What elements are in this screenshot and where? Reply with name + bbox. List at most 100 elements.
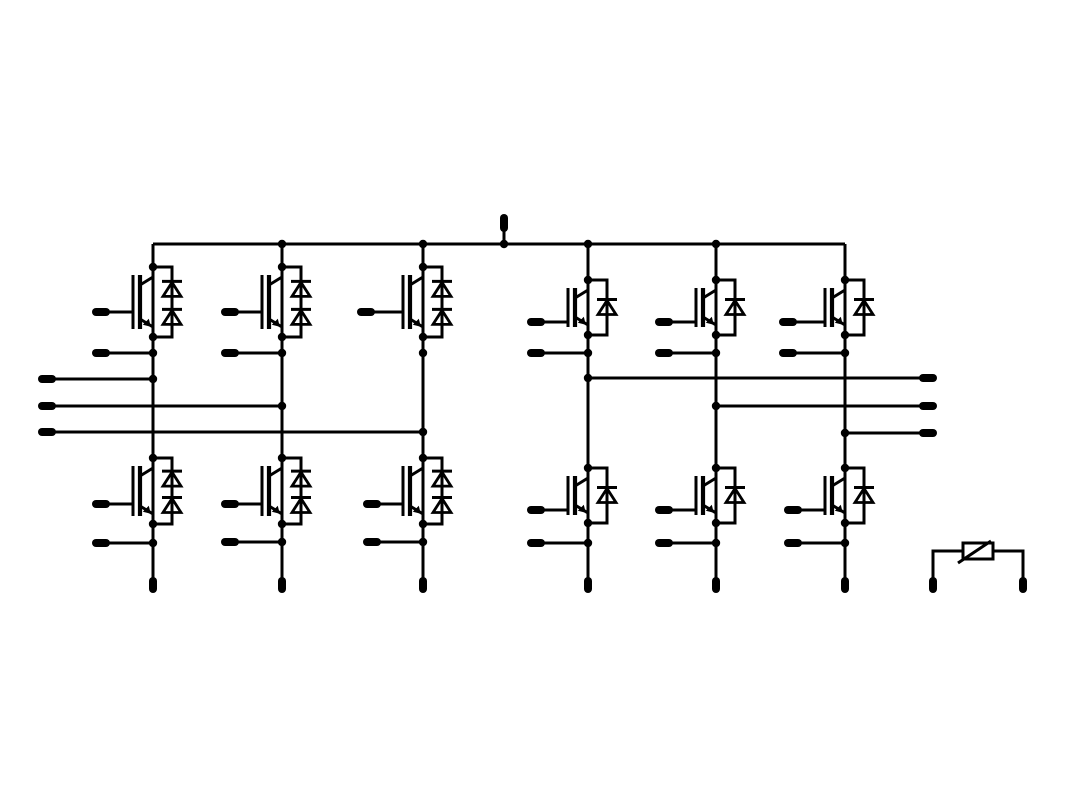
high-side-igbt (655, 275, 747, 358)
diode-bracket (423, 265, 444, 339)
freewheel-diode (430, 307, 454, 326)
junction-dot (148, 348, 158, 358)
emitter-arrow (577, 504, 586, 513)
collector-diagonal (574, 288, 589, 300)
high-side-igbt (527, 275, 619, 358)
freewheel-diode (595, 297, 619, 316)
freewheel-diode (160, 307, 184, 326)
emitter-arrow (412, 505, 421, 514)
junction-dot (583, 538, 593, 548)
junction-dot (148, 453, 158, 463)
freewheel-diode (289, 495, 313, 514)
left-phase-outputs (38, 374, 428, 437)
junction-dot (583, 348, 593, 358)
diode-bracket (845, 278, 866, 337)
emitter-arrow (705, 504, 714, 513)
junction-dot (277, 262, 287, 272)
diode-triangle (852, 485, 876, 504)
junction-dot (499, 239, 509, 249)
junction-dot (277, 537, 287, 547)
junction-dot (583, 330, 593, 340)
thermistor-body (961, 541, 995, 561)
freewheel-diode (430, 279, 454, 298)
collector-diagonal (409, 275, 424, 287)
junction-dot (148, 332, 158, 342)
junction-dot (711, 275, 721, 285)
emitter-arrow (834, 316, 843, 325)
junction-dot (711, 538, 721, 548)
emitter-arrow (142, 505, 151, 514)
freewheel-diode (852, 485, 876, 504)
diode-triangle (430, 495, 454, 514)
freewheel-diode (723, 297, 747, 316)
high-side-igbt (221, 262, 313, 358)
low-side-igbt (363, 453, 454, 547)
diode-triangle (289, 307, 313, 326)
diode-bracket (588, 466, 609, 525)
diode-triangle (723, 485, 747, 504)
junction-dot (418, 537, 428, 547)
low-side-igbt (527, 463, 619, 548)
diode-triangle (430, 307, 454, 326)
diode-triangle (289, 469, 313, 488)
collector-diagonal (268, 275, 283, 287)
dc-plus-bus (153, 214, 845, 249)
freewheel-diode (289, 279, 313, 298)
junction-dot (583, 463, 593, 473)
junction-dot (583, 518, 593, 528)
low-side-igbt (784, 463, 876, 548)
emitter-arrow (271, 318, 280, 327)
junction-dot (711, 348, 721, 358)
diode-triangle (595, 297, 619, 316)
junction-dot (418, 262, 428, 272)
junction-dot (148, 538, 158, 548)
collector-diagonal (268, 466, 283, 478)
right-phase-outputs (583, 373, 937, 438)
freewheel-diode (289, 469, 313, 488)
emitter-arrow (577, 316, 586, 325)
emitter-arrow (142, 318, 151, 327)
diode-triangle (160, 469, 184, 488)
diode-triangle (160, 279, 184, 298)
thermistor-slash (957, 539, 992, 565)
diode-triangle (289, 279, 313, 298)
diode-triangle (289, 495, 313, 514)
diode-bracket (588, 278, 609, 337)
collector-diagonal (702, 288, 717, 300)
junction-dot (583, 275, 593, 285)
collector-diagonal (702, 476, 717, 488)
freewheel-diode (160, 495, 184, 514)
junction-dot (277, 519, 287, 529)
collector-diagonal (574, 476, 589, 488)
diode-triangle (595, 485, 619, 504)
diode-triangle (723, 297, 747, 316)
junction-dot (148, 519, 158, 529)
collector-diagonal (831, 476, 846, 488)
diode-bracket (845, 466, 866, 525)
freewheel-diode (723, 485, 747, 504)
junction-dot (277, 348, 287, 358)
low-side-igbt (221, 453, 313, 547)
diode-triangle (160, 495, 184, 514)
diode-triangle (852, 297, 876, 316)
high-side-igbt (357, 262, 454, 358)
collector-diagonal (139, 466, 154, 478)
junction-dot (711, 330, 721, 340)
diode-bracket (153, 456, 174, 526)
collector-diagonal (409, 466, 424, 478)
junction-dot (148, 262, 158, 272)
freewheel-diode (430, 495, 454, 514)
junction-dot (277, 332, 287, 342)
junction-dot (711, 463, 721, 473)
diode-triangle (430, 279, 454, 298)
freewheel-diode (430, 469, 454, 488)
junction-dot (418, 519, 428, 529)
diode-bracket (716, 466, 737, 525)
ntc-thermistor (929, 539, 1027, 593)
diode-triangle (430, 469, 454, 488)
diode-bracket (153, 265, 174, 339)
diode-bracket (423, 456, 444, 526)
junction-dot (840, 518, 850, 528)
junction-dot (418, 453, 428, 463)
